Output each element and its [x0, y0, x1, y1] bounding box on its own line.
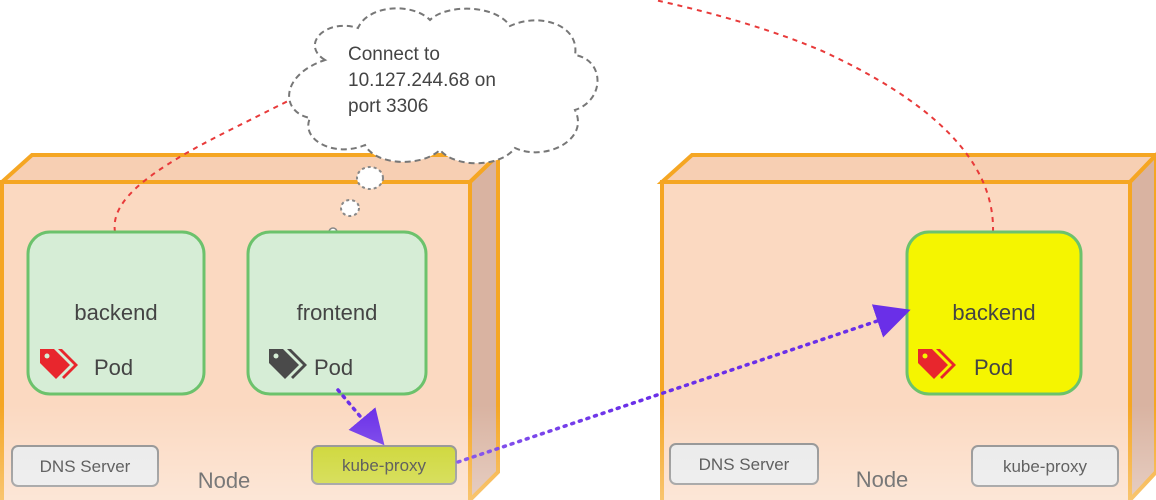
cloud-text-line2: 10.127.244.68 on [348, 70, 496, 91]
tag-icon-gray [269, 349, 307, 379]
arrow-kube-proxy-to-remote-backend [456, 304, 911, 464]
dns-server-button-right[interactable]: DNS Server [669, 443, 819, 485]
node-right-side-face [1128, 152, 1156, 500]
pod-left-frontend[interactable]: frontend Pod [246, 230, 428, 396]
kube-proxy-button-left[interactable]: kube-proxy [311, 445, 457, 485]
thought-bubble-large [356, 166, 384, 190]
thought-cloud: Connect to 10.127.244.68 on port 3306 [288, 7, 599, 237]
pod-right-backend-name: backend [952, 300, 1035, 325]
pod-right-backend-label: Pod [974, 355, 1013, 380]
node-label-right: Node [856, 467, 909, 492]
node-right-top-face [656, 153, 1156, 184]
pod-left-frontend-label: Pod [314, 355, 353, 380]
cloud-text-line1: Connect to [348, 44, 440, 65]
tag-icon-red [918, 349, 956, 379]
cloud-text-line3: port 3306 [348, 96, 428, 117]
pod-left-backend-label: Pod [94, 355, 133, 380]
dns-server-label-left: DNS Server [40, 457, 131, 476]
pod-left-backend[interactable]: backend Pod [26, 230, 206, 396]
pod-left-backend-name: backend [74, 300, 157, 325]
pod-right-backend[interactable]: backend Pod [905, 230, 1083, 396]
cloud-shape [288, 7, 599, 165]
thought-bubble-medium [340, 199, 360, 217]
dashed-line-right-backend-up [654, 0, 995, 233]
node-label-left: Node [198, 468, 251, 493]
tag-icon-red [40, 349, 78, 379]
pod-left-backend-box [26, 230, 206, 396]
kube-proxy-label-right: kube-proxy [1003, 457, 1088, 476]
kube-proxy-button-right[interactable]: kube-proxy [971, 445, 1119, 487]
kube-proxy-label-left: kube-proxy [342, 456, 427, 475]
dns-server-label-right: DNS Server [699, 455, 790, 474]
pod-left-frontend-name: frontend [297, 300, 378, 325]
arrow-frontend-to-kube-proxy [336, 388, 385, 446]
dns-server-button-left[interactable]: DNS Server [11, 445, 159, 487]
node-left-side-face [468, 150, 500, 500]
